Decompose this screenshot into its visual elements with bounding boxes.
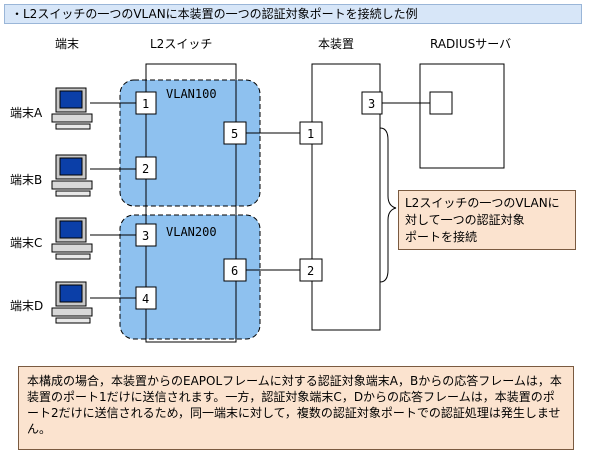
callout-text: L2スイッチの一つのVLANに 対して一つの認証対象 ポートを接続 <box>405 196 560 244</box>
computer-icon-d <box>51 281 93 324</box>
terminal-c-label: 端末C <box>10 236 42 250</box>
note-box: 本構成の場合，本装置からのEAPOLフレームに対する認証対象端末A，Bからの応答… <box>18 366 574 450</box>
terminal-b-label: 端末B <box>10 173 42 187</box>
computer-icon-a <box>51 87 93 130</box>
svg-text:2: 2 <box>142 162 149 176</box>
device-port-1: 1 <box>299 121 323 145</box>
switch-port-2: 2 <box>135 156 157 180</box>
svg-text:3: 3 <box>368 97 375 111</box>
svg-text:2: 2 <box>307 264 314 278</box>
svg-text:4: 4 <box>142 292 149 306</box>
radius-port <box>429 91 453 115</box>
header-l2switch: L2スイッチ <box>150 37 212 51</box>
switch-port-3: 3 <box>135 223 157 247</box>
terminal-d-label: 端末D <box>10 299 43 313</box>
svg-text:1: 1 <box>307 127 314 141</box>
header-device: 本装置 <box>318 37 354 51</box>
svg-text:1: 1 <box>142 97 149 111</box>
computer-icon-c <box>51 217 93 260</box>
switch-port-1: 1 <box>135 91 157 115</box>
callout-box: L2スイッチの一つのVLANに 対して一つの認証対象 ポートを接続 <box>398 190 576 250</box>
device-port-2: 2 <box>299 258 323 282</box>
switch-port-6: 6 <box>223 258 247 282</box>
svg-text:6: 6 <box>231 264 238 278</box>
terminal-a-label: 端末A <box>10 106 43 120</box>
vlan100-label: VLAN100 <box>166 87 217 101</box>
radius-server-body <box>419 63 505 169</box>
vlan200-label: VLAN200 <box>166 225 217 239</box>
callout-brace <box>379 127 397 283</box>
device-port-3: 3 <box>361 91 383 115</box>
computer-icon-b <box>51 154 93 197</box>
diagram-title: ・L2スイッチの一つのVLANに本装置の一つの認証対象ポートを接続した例 <box>11 7 418 21</box>
svg-text:5: 5 <box>231 127 238 141</box>
switch-port-4: 4 <box>135 286 157 310</box>
note-text: 本構成の場合，本装置からのEAPOLフレームに対する認証対象端末A，Bからの応答… <box>27 374 562 436</box>
title-bar: ・L2スイッチの一つのVLANに本装置の一つの認証対象ポートを接続した例 <box>4 4 582 24</box>
header-radius: RADIUSサーバ <box>430 37 511 51</box>
switch-port-5: 5 <box>223 121 247 145</box>
svg-text:3: 3 <box>142 229 149 243</box>
header-terminal: 端末 <box>55 37 79 51</box>
